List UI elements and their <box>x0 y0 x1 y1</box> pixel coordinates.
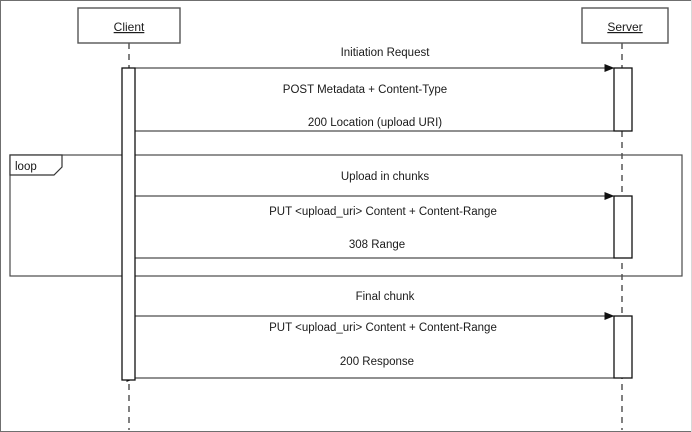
activation-bar-client <box>121 67 136 381</box>
group-caption-upload-chunks: Upload in chunks <box>341 171 429 183</box>
message-label-308-range: 308 Range <box>349 239 405 251</box>
message-label-200-response: 200 Response <box>340 356 414 368</box>
message-label-post-metadata: POST Metadata + Content-Type <box>283 84 447 96</box>
loop-fragment-tab <box>9 154 63 176</box>
participant-client[interactable]: Client <box>77 7 181 44</box>
group-caption-final-chunk: Final chunk <box>356 291 415 303</box>
activation-bar-server-initiation <box>613 67 633 132</box>
message-group-final-chunk: Final chunk PUT <upload_uri> Content + C… <box>126 291 623 382</box>
message-group-upload-chunks: Upload in chunks PUT <upload_uri> Conten… <box>126 171 623 262</box>
participant-server[interactable]: Server <box>581 7 669 44</box>
group-caption-initiation: Initiation Request <box>341 47 431 59</box>
message-label-200-location: 200 Location (upload URI) <box>308 117 442 129</box>
participant-label-client: Client <box>114 20 145 34</box>
message-label-put-final: PUT <upload_uri> Content + Content-Range <box>269 322 497 334</box>
message-group-initiation: Initiation Request POST Metadata + Conte… <box>126 47 623 135</box>
activation-bar-server-chunk <box>613 195 633 259</box>
loop-fragment-label: loop <box>15 161 37 173</box>
participant-box-server[interactable] <box>581 7 669 44</box>
activation-bar-server-final <box>613 315 633 379</box>
loop-fragment: loop <box>9 154 683 277</box>
loop-fragment-border <box>9 154 683 277</box>
participant-label-server: Server <box>607 20 642 34</box>
participant-box-client[interactable] <box>77 7 181 44</box>
message-label-put-chunk: PUT <upload_uri> Content + Content-Range <box>269 206 497 218</box>
